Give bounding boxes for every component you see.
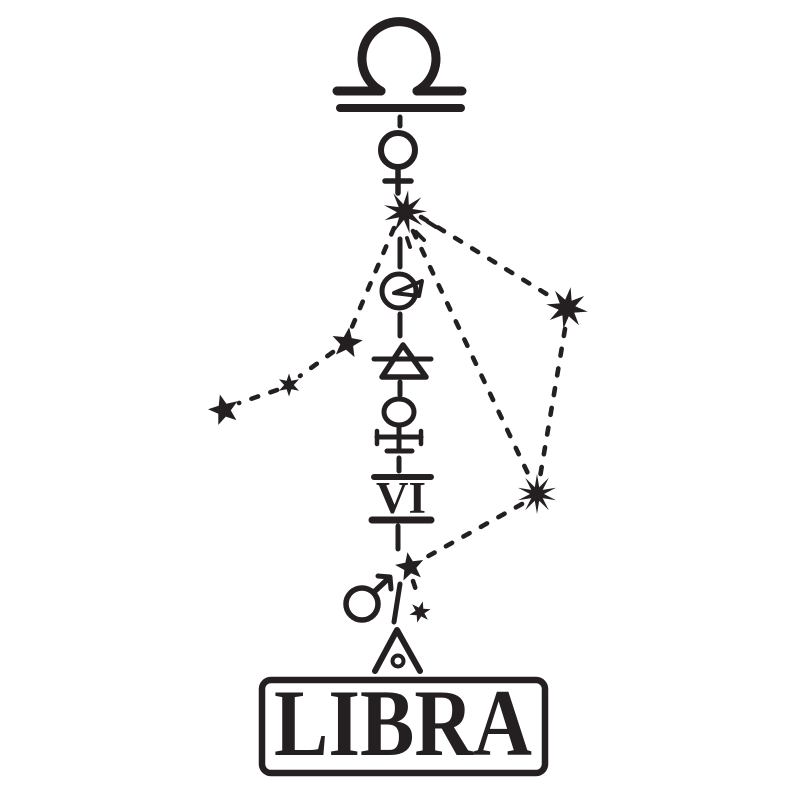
roman-numeral-vi: VI: [368, 473, 435, 524]
constellation-lines: [236, 214, 568, 602]
zodiac-name-text: LIBRA: [274, 670, 532, 776]
libra-glyph-icon: [332, 17, 467, 129]
star-icon: [332, 327, 363, 358]
venus-icon: [378, 130, 418, 196]
star-icon: [279, 373, 299, 397]
line-star-b-to-star-c: [236, 387, 280, 406]
venus-ornate-icon: [374, 396, 424, 454]
zodiac-label: LIBRA: [258, 670, 549, 777]
label-frame: [258, 676, 549, 777]
triangle-dot-icon: [372, 627, 423, 674]
star-icon: [546, 287, 588, 329]
line-big-star-to-mid-burst: [537, 326, 568, 480]
line-burst-to-big-star: [418, 214, 556, 301]
moon-wedge-icon: [379, 271, 424, 311]
line-burst-to-star-a: [349, 225, 397, 330]
line-star-d-to-star-e: [410, 578, 422, 602]
star-icon: [384, 190, 427, 234]
star-icon: [409, 601, 431, 623]
star-icon: [208, 394, 238, 425]
line-burst-to-mid-burst: [410, 228, 534, 483]
star-icon: [395, 552, 424, 581]
constellation-stars: [208, 287, 588, 623]
starburst-icon: [384, 190, 438, 249]
line-mid-burst-to-star-d: [420, 501, 525, 562]
star-icon: [518, 474, 556, 514]
center-axis: [391, 236, 403, 625]
line-star-a-to-star-b: [297, 349, 336, 379]
mars-icon: [343, 573, 394, 623]
air-element-icon: [371, 342, 434, 380]
roman-numeral-text: VI: [376, 473, 426, 523]
